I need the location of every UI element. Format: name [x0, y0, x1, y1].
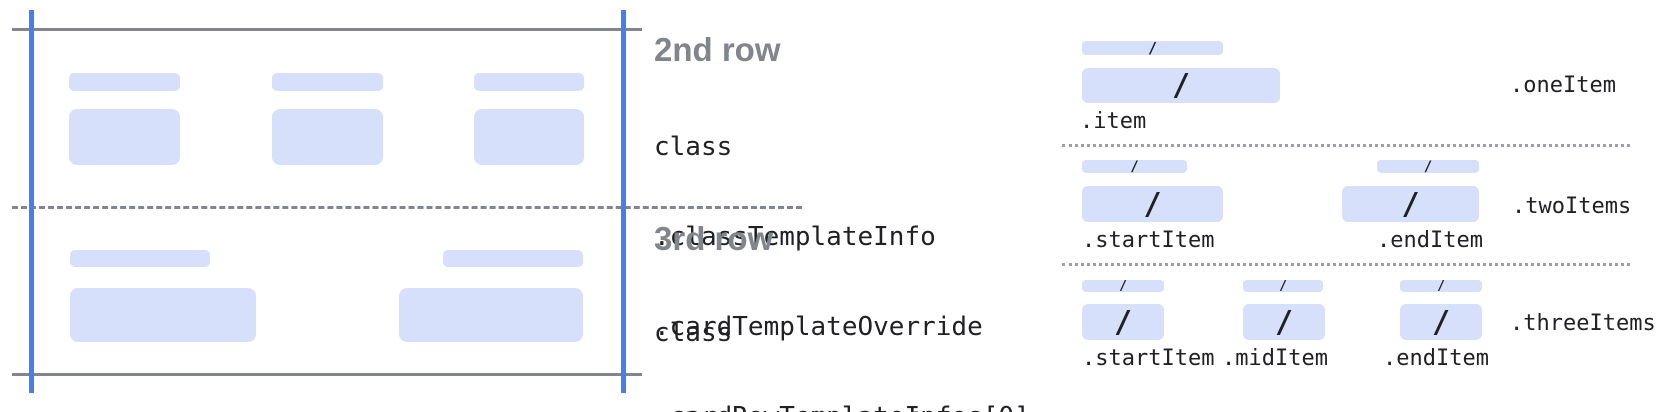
slash-glyph: / [1274, 304, 1294, 340]
threeitems-start-value-placeholder: / [1082, 304, 1164, 340]
twoitems-start-label: .startItem [1082, 228, 1215, 253]
row3-col2-value-placeholder [399, 288, 583, 342]
slash-glyph: / [1119, 278, 1127, 294]
threeitems-start-label: .startItem [1082, 346, 1215, 371]
third-row-heading: 3rd row [654, 220, 774, 257]
slash-glyph: / [1423, 158, 1433, 175]
twoitems-end-label: .endItem [1377, 228, 1483, 253]
threeitems-end-label: .endItem [1383, 346, 1489, 371]
oneitem-template-name: .oneItem [1510, 73, 1616, 98]
oneitem-item-label-placeholder: / [1082, 39, 1223, 57]
threeitems-start-label-placeholder: / [1082, 278, 1164, 294]
class-path-line: class [654, 318, 733, 348]
slash-glyph: / [1431, 304, 1451, 340]
row2-col3-value-placeholder [474, 109, 584, 165]
row2-col1-value-placeholder [69, 109, 180, 165]
threeitems-end-value-placeholder: / [1400, 304, 1482, 340]
row-divider-dashed-line [12, 206, 802, 209]
card-top-line [12, 28, 642, 31]
slash-glyph: / [1437, 278, 1445, 294]
class-path-line: .classTemplateInfo [654, 222, 936, 252]
twoitems-end-label-placeholder: / [1377, 158, 1479, 175]
oneitem-item-value-placeholder: / [1082, 68, 1280, 103]
third-row-class-path: class .classTemplateInfo .cardTemplateOv… [654, 258, 1030, 412]
row3-col1-value-placeholder [70, 288, 256, 342]
class-path-line: .classTemplateInfo [654, 408, 1030, 412]
slash-glyph: / [1279, 278, 1287, 294]
threeitems-mid-label-placeholder: / [1243, 278, 1323, 294]
class-path-line: .cardRowTemplateInfos[0] [654, 402, 1030, 412]
row2-col1-label-placeholder [69, 73, 180, 91]
row3-col1-label-placeholder [70, 250, 210, 267]
twoitems-template-name: .twoItems [1512, 194, 1632, 219]
template-separator-dotted-line [1062, 263, 1630, 266]
threeitems-mid-label: .midItem [1222, 346, 1328, 371]
class-path-line: class [654, 132, 733, 162]
template-separator-dotted-line [1062, 144, 1630, 147]
threeitems-template-name: .threeItems [1510, 311, 1656, 336]
row2-col2-label-placeholder [272, 73, 383, 91]
second-row-heading: 2nd row [654, 31, 781, 68]
row3-col2-label-placeholder [443, 250, 583, 267]
second-row-class-path: class .classTemplateInfo .cardTemplateOv… [654, 72, 1030, 412]
slash-glyph: / [1171, 68, 1191, 103]
row2-col3-label-placeholder [474, 73, 584, 91]
card-right-guide-line [621, 10, 626, 393]
threeitems-mid-value-placeholder: / [1243, 304, 1325, 340]
card-left-guide-line [29, 10, 34, 393]
twoitems-end-value-placeholder: / [1342, 186, 1479, 222]
slash-glyph: / [1130, 158, 1139, 175]
slash-glyph: / [1147, 39, 1158, 57]
slash-glyph: / [1401, 186, 1420, 222]
twoitems-start-value-placeholder: / [1082, 186, 1223, 222]
slash-glyph: / [1113, 304, 1133, 340]
twoitems-start-label-placeholder: / [1082, 158, 1187, 175]
card-bottom-line [12, 373, 642, 376]
slash-glyph: / [1143, 186, 1162, 222]
class-path-line: .cardTemplateOverride [654, 312, 983, 342]
threeitems-end-label-placeholder: / [1400, 278, 1482, 294]
row2-col2-value-placeholder [272, 109, 383, 165]
oneitem-item-label: .item [1080, 109, 1147, 134]
